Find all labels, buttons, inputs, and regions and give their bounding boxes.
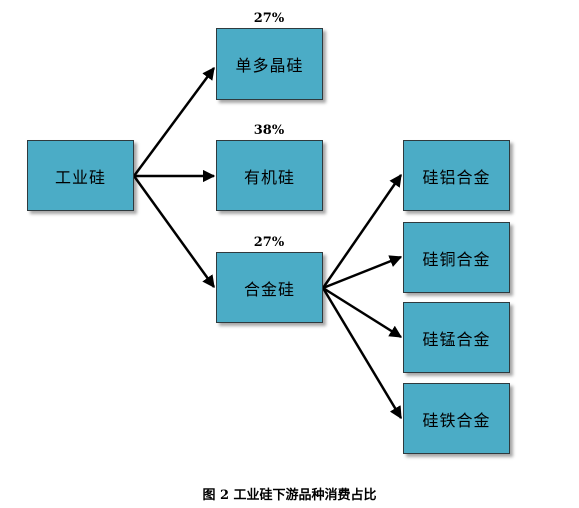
node-industrial-silicon: 工业硅 <box>27 140 134 211</box>
arrow-to-mn-alloy <box>322 286 403 339</box>
percentage-alloy-silicon: 27% <box>253 235 285 250</box>
node-silicon-copper-alloy: 硅铜合金 <box>403 222 510 293</box>
arrow-to-fe-alloy <box>321 287 403 420</box>
node-silicon-iron-alloy: 硅铁合金 <box>403 383 510 454</box>
node-polysilicon: 单多晶硅 <box>216 28 323 100</box>
arrow-to-al-alloy <box>321 173 403 289</box>
percentage-polysilicon: 27% <box>253 11 285 26</box>
node-alloy-silicon: 合金硅 <box>216 252 323 323</box>
node-silicon-manganese-alloy: 硅锰合金 <box>403 302 510 373</box>
figure-caption: 图 2 工业硅下游品种消费占比 <box>202 488 377 503</box>
percentage-organic-silicon: 38% <box>253 123 285 138</box>
arrow-to-cu-alloy <box>322 255 403 290</box>
node-silicon-aluminum-alloy: 硅铝合金 <box>403 140 510 211</box>
arrow-to-alloy <box>132 175 216 289</box>
node-organic-silicon: 有机硅 <box>216 140 323 211</box>
arrow-to-polysilicon <box>132 66 216 177</box>
